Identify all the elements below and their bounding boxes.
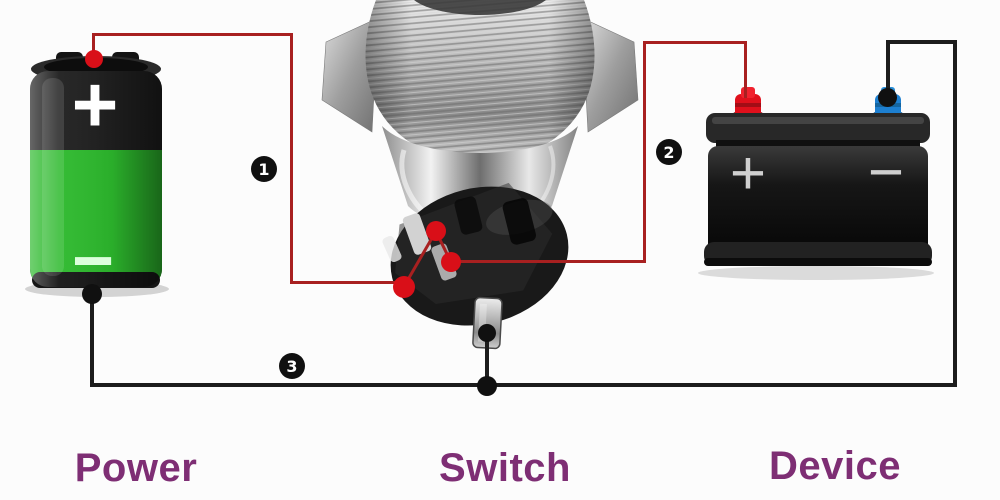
switch-illustration bbox=[321, 0, 639, 350]
wire3-from-power bbox=[90, 296, 94, 387]
device-bottom-edge bbox=[704, 258, 932, 266]
power-negative-dot bbox=[82, 284, 102, 304]
wire3-to-terminal bbox=[886, 40, 890, 100]
wire-badge-3: 3 bbox=[279, 353, 305, 379]
device-negative-dot bbox=[878, 88, 897, 107]
switch-hex-wing-left bbox=[321, 17, 379, 133]
switch-dot-mid bbox=[441, 252, 461, 272]
wire1-to-switch bbox=[290, 281, 406, 284]
wire2-top-horizontal bbox=[643, 41, 747, 44]
switch-top-boot bbox=[414, 0, 546, 15]
switch-barrel-shading bbox=[365, 0, 595, 162]
wire-badge-1: 1 bbox=[251, 156, 277, 182]
wire-badge-2: 2 bbox=[656, 139, 682, 165]
wire2-vertical bbox=[643, 41, 646, 263]
switch-dot-left bbox=[393, 276, 415, 298]
switch-label: Switch bbox=[439, 446, 571, 490]
power-body-gloss bbox=[42, 78, 64, 276]
wire3-switch-pin-drop bbox=[485, 335, 489, 387]
wire1-top-horizontal bbox=[92, 33, 293, 36]
switch-hex-wing-right bbox=[581, 17, 639, 133]
wire2-to-terminal bbox=[744, 41, 747, 98]
wire3-top-horizontal bbox=[886, 40, 957, 44]
switch-terminal-tab-1 bbox=[402, 213, 432, 255]
wire2-from-switch bbox=[450, 260, 646, 263]
wire1-stub-up bbox=[92, 33, 95, 62]
device-battery-illustration: + − bbox=[698, 87, 934, 280]
device-label: Device bbox=[769, 444, 901, 488]
power-body-shade bbox=[30, 71, 162, 287]
switch-dot-top bbox=[426, 221, 446, 241]
switch-pin-dot bbox=[478, 324, 496, 342]
device-plus-symbol: + bbox=[730, 139, 766, 208]
wire3-right-vertical bbox=[953, 40, 957, 387]
device-body bbox=[708, 146, 928, 258]
power-battery-illustration: + − bbox=[25, 52, 169, 300]
switch-terminal-tab-3 bbox=[382, 235, 402, 263]
power-positive-dot bbox=[85, 50, 103, 68]
device-top-rail-highlight bbox=[712, 117, 924, 124]
power-label: Power bbox=[74, 446, 198, 490]
device-minus-symbol: − bbox=[868, 138, 904, 207]
power-plus-symbol: + bbox=[72, 60, 119, 149]
bottom-junction-dot bbox=[477, 376, 497, 396]
wire3-bottom-horizontal bbox=[90, 383, 957, 387]
device-shadow bbox=[698, 266, 934, 280]
wire1-vertical bbox=[290, 33, 293, 284]
